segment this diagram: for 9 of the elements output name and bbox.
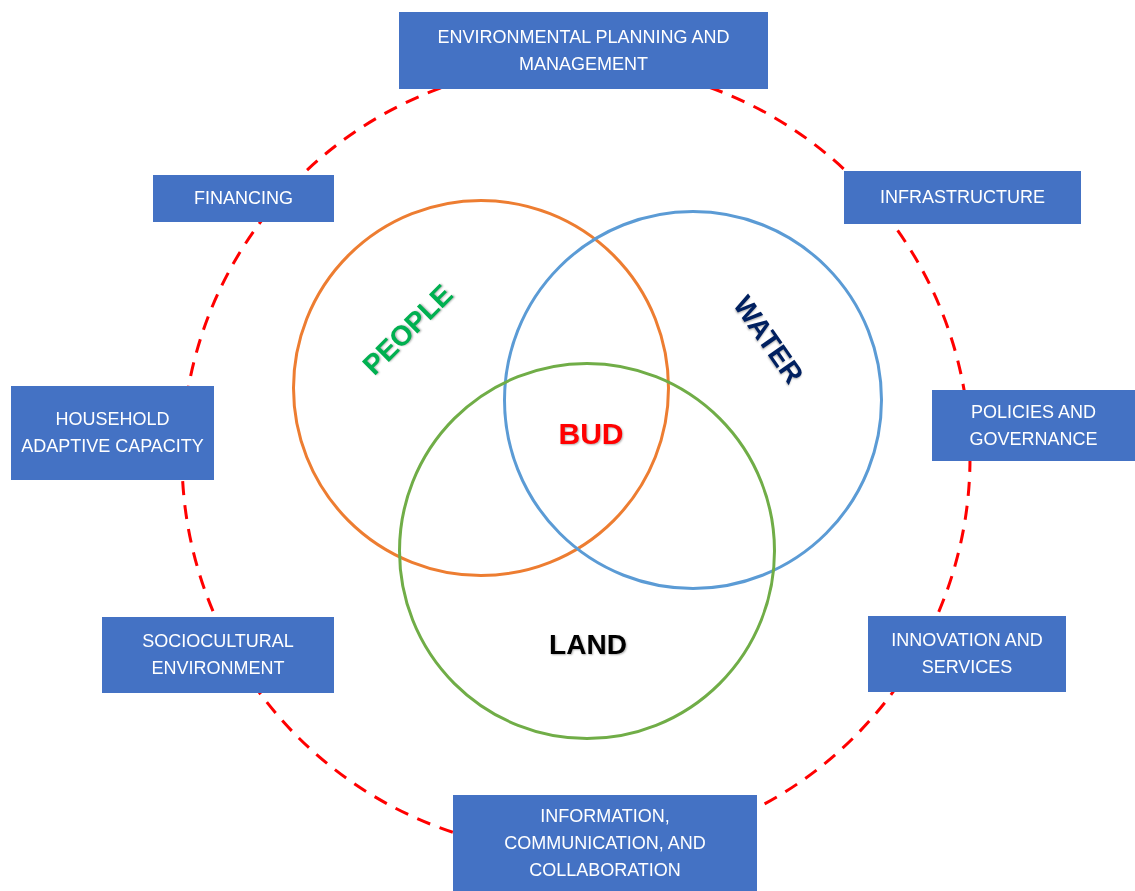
topic-box: INFRASTRUCTURE [844, 171, 1081, 224]
topic-box: INNOVATION AND SERVICES [868, 616, 1066, 692]
topic-box: POLICIES AND GOVERNANCE [932, 390, 1135, 461]
topic-box: ENVIRONMENTAL PLANNING AND MANAGEMENT [399, 12, 768, 89]
center-label: BUD [558, 419, 624, 449]
topic-box: HOUSEHOLD ADAPTIVE CAPACITY [11, 386, 214, 480]
topic-box: SOCIOCULTURAL ENVIRONMENT [102, 617, 334, 693]
topic-box: FINANCING [153, 175, 334, 222]
topic-box: INFORMATION, COMMUNICATION, AND COLLABORATION [453, 795, 757, 891]
